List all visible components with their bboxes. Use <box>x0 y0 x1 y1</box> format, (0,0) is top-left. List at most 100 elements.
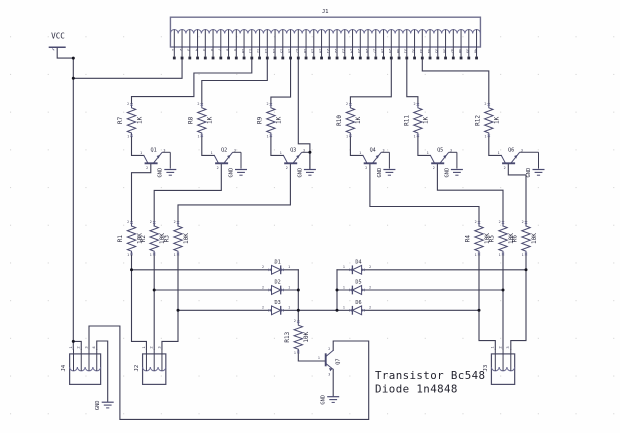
grid-dot <box>160 73 162 75</box>
resistor-pin-number: 1 <box>522 253 524 257</box>
grid-dot <box>123 36 125 38</box>
grid-dot <box>575 262 577 264</box>
collector-diagonal <box>325 350 334 357</box>
junction-dot <box>296 288 300 292</box>
junction-dot <box>308 150 312 154</box>
grid-dot <box>424 262 426 264</box>
grid-dot <box>47 187 49 189</box>
resistor-name: R5 <box>489 235 496 243</box>
diode-pin-number: 1 <box>343 265 345 269</box>
wire-segment <box>176 221 180 225</box>
pin-tick <box>487 102 491 106</box>
grid-dot <box>387 300 389 302</box>
pin-pad <box>444 56 447 60</box>
vcc-symbol: VCC <box>48 32 66 51</box>
grid-dot <box>462 300 464 302</box>
pin-number: 40 <box>473 49 478 54</box>
pin-number: 27 <box>373 49 378 54</box>
junction-dot <box>335 288 339 292</box>
resistor-value: 10K <box>183 233 190 244</box>
connector-pin: 2 <box>149 346 159 372</box>
grid-dot <box>613 73 615 75</box>
grid-dot <box>613 300 615 302</box>
grid-dot <box>424 413 426 415</box>
emitter-diagonal <box>439 151 450 164</box>
grid-dot <box>462 149 464 151</box>
pin-number: 6 <box>210 49 215 52</box>
grid-dot <box>273 262 275 264</box>
resistor-zigzag <box>412 103 424 137</box>
connector-pin: 25 <box>355 29 365 60</box>
resistor-zigzag <box>344 103 357 137</box>
grid-dot <box>198 73 200 75</box>
pin-pad <box>250 56 254 60</box>
pin-pad <box>234 56 238 60</box>
grid-dot <box>10 224 12 226</box>
wire-segment <box>130 221 133 225</box>
pin-number: 37 <box>450 49 455 54</box>
connector-pin: 10 <box>239 29 249 60</box>
gnd-label: GND <box>95 400 101 410</box>
pin-number: 4 <box>91 346 96 349</box>
grid-dot <box>537 413 539 415</box>
connector-pin: 20 <box>317 29 326 60</box>
pin-tick <box>281 308 284 312</box>
pin-tick <box>524 252 528 256</box>
grid-dot <box>537 36 539 38</box>
pin-pad <box>451 56 455 60</box>
grid-dot <box>273 300 275 302</box>
grid-dot <box>537 149 539 151</box>
connector-pin: 9 <box>231 29 241 60</box>
diode-pin-number: 1 <box>288 285 290 289</box>
grid-dot <box>47 224 49 226</box>
grid-dot <box>160 224 162 226</box>
diode-pin-number: 2 <box>262 285 264 289</box>
connector-pin: 36 <box>441 29 450 60</box>
diode-name: D5 <box>355 280 361 286</box>
pin-number: 18 <box>303 49 308 54</box>
resistor-name: R3 <box>164 235 171 243</box>
connector-pin: 23 <box>340 29 350 60</box>
grid-dot <box>575 224 577 226</box>
grid-dot <box>85 36 87 38</box>
grid-dot <box>575 413 577 415</box>
grid-dot <box>236 111 238 113</box>
wire-segment <box>501 221 505 225</box>
resistor-value: 10K <box>531 233 538 244</box>
grid-dot <box>123 224 125 226</box>
pin-pad <box>258 56 261 60</box>
pin-number: 38 <box>458 49 463 54</box>
connector-pin: 29 <box>386 29 396 60</box>
pin-pad <box>335 56 339 60</box>
gnd-symbol: GND <box>158 168 177 177</box>
connector-pin: 3 <box>83 346 94 372</box>
grid-dot <box>613 337 615 339</box>
grid-dot <box>273 375 275 377</box>
connector-pin: 4 <box>91 346 102 372</box>
junction-dot <box>130 268 133 272</box>
wire <box>56 47 74 59</box>
grid-dot <box>236 375 238 377</box>
pin-tick <box>130 221 133 225</box>
connector-pin: 3 <box>185 29 195 60</box>
grid-dot <box>424 73 426 75</box>
grid-dot <box>613 111 615 113</box>
grid-dot <box>85 187 87 189</box>
resistor-pin-number: 1 <box>499 253 501 257</box>
pin-number: 29 <box>388 49 393 54</box>
grid-dot <box>85 300 87 302</box>
pin-pad <box>358 56 362 60</box>
pin-number: 26 <box>365 49 370 54</box>
diode-triangle <box>351 264 363 275</box>
transistor-pin-number: 2 <box>217 166 219 170</box>
base-diagonal <box>282 155 289 164</box>
resistor-pin-number: 2 <box>484 102 486 106</box>
grid-dot <box>424 224 426 226</box>
resistor-zigzag <box>196 103 208 137</box>
grid-dot <box>123 300 125 302</box>
